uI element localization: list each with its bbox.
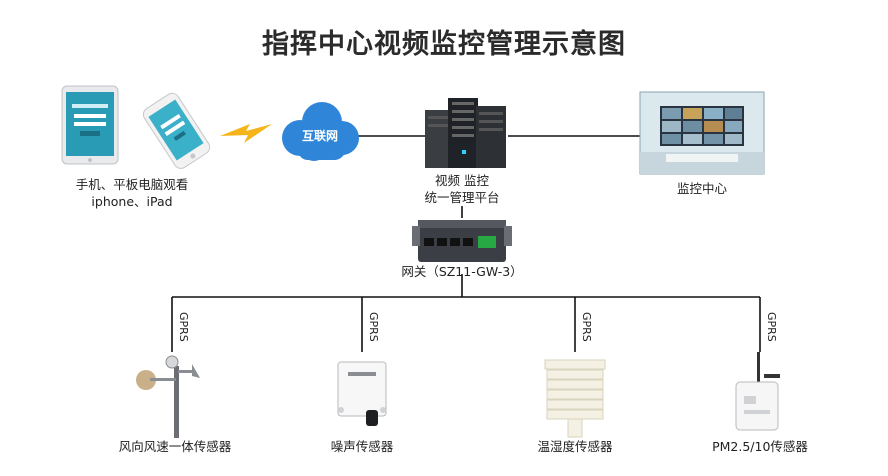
gprs-label-2: GPRS — [367, 312, 380, 342]
lightning-icon — [220, 124, 272, 143]
sensor-label-pm: PM2.5/10传感器 — [712, 439, 808, 454]
noise-sensor-icon — [337, 361, 387, 426]
page-title: 指挥中心视频监控管理示意图 — [262, 29, 626, 60]
gateway-device-icon — [412, 220, 512, 262]
gprs-label-3: GPRS — [580, 312, 593, 342]
tablet-icon — [61, 85, 119, 165]
wind-sensor-icon — [136, 355, 200, 438]
monitor-center-label: 监控中心 — [676, 181, 727, 196]
internet-label: 互联网 — [302, 129, 338, 143]
platform-label: 视频 监控 统一管理平台 — [412, 172, 512, 206]
gprs-label-4: GPRS — [765, 312, 778, 342]
gprs-label-1: GPRS — [177, 312, 190, 342]
temp-humidity-sensor-icon — [544, 359, 606, 438]
mobile-label: 手机、平板电脑观看 iphone、iPad — [72, 176, 192, 210]
sensor-label-temp-humidity: 温湿度传感器 — [537, 439, 613, 454]
sensor-label-wind: 风向风速一体传感器 — [118, 439, 232, 454]
gateway-label: 网关（SZ11-GW-3） — [401, 264, 523, 279]
internet-cloud-icon — [282, 102, 359, 161]
connection-lines — [171, 135, 761, 352]
platform-label-line2: 统一管理平台 — [424, 190, 500, 205]
sensor-label-noise: 噪声传感器 — [330, 439, 394, 454]
mobile-label-line2: iphone、iPad — [91, 194, 173, 209]
pm-sensor-icon — [735, 352, 780, 431]
phone-icon — [142, 92, 211, 169]
mobile-label-line1: 手机、平板电脑观看 — [75, 177, 189, 192]
monitor-center-image — [639, 91, 765, 175]
platform-label-line1: 视频 监控 — [435, 173, 489, 188]
server-icon — [425, 98, 506, 168]
